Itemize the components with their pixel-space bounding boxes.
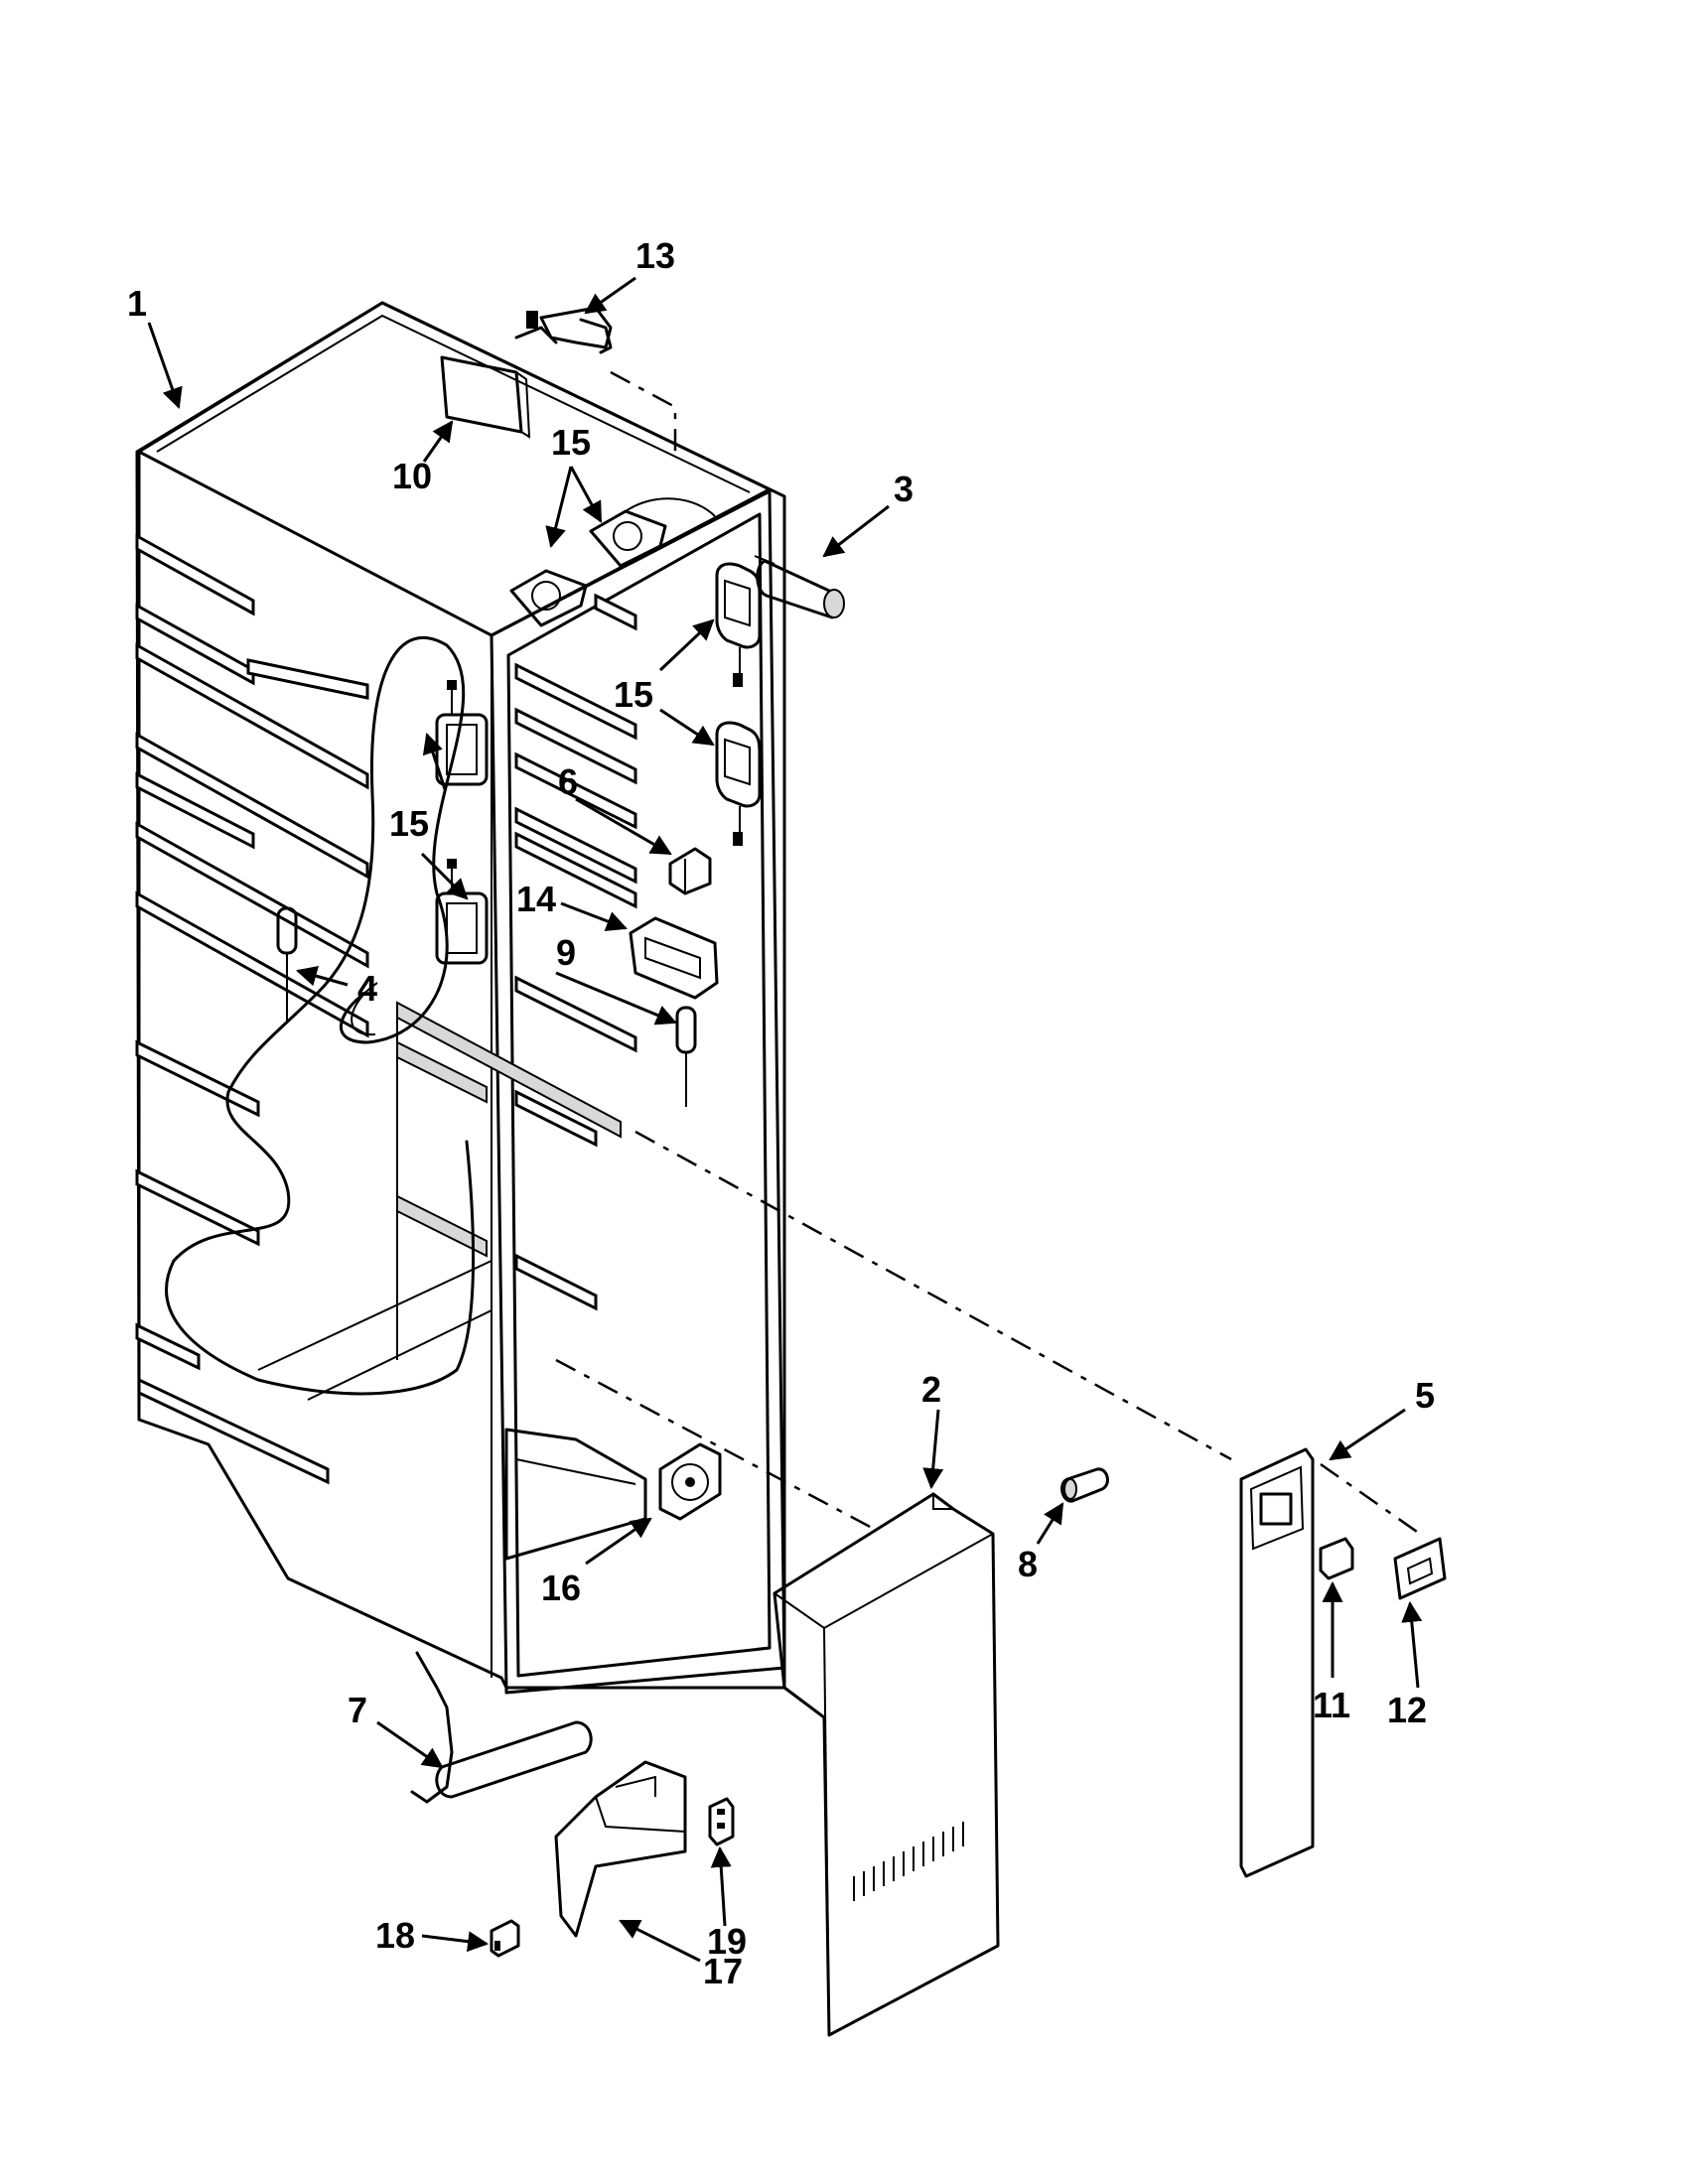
callout-15-right: 15 [614,674,653,715]
callout-18: 18 [375,1915,415,1956]
assembly-line-12 [1320,1462,1421,1536]
callout-19: 19 [707,1921,747,1962]
leader-lines [147,276,1423,1963]
callout-6: 6 [558,761,578,802]
callout-10: 10 [392,456,432,496]
part-15-top-lights [509,497,716,627]
part-9-thermistor [675,1006,697,1107]
part-5-dispenser-panel [1239,1447,1315,1878]
part-3-filter-housing [754,555,845,619]
assembly-line-13 [610,370,677,457]
part-11-component [1319,1537,1354,1580]
cabinet-liner [135,301,786,1695]
callout-15-top: 15 [551,422,591,463]
callout-9: 9 [556,932,576,973]
part-6-bracket [668,847,712,895]
callout-15-left: 15 [389,803,429,844]
duct-vent-slots [853,1822,964,1901]
part-14-housing [629,916,719,1000]
callout-16: 16 [541,1568,581,1608]
part-2-duct-cover [773,1492,1000,2037]
callout-labels: 1 2 3 4 5 6 7 8 9 10 11 12 13 14 15 15 1… [127,235,1435,1991]
part-15-side-lights [715,562,762,846]
callout-14: 14 [516,879,556,919]
part-7-heater [410,1651,593,1804]
right-shelf-rails [514,593,637,1311]
callout-5: 5 [1415,1375,1435,1416]
callout-2: 2 [921,1369,941,1410]
part-19-clip [708,1797,735,1846]
assembly-line-5 [634,1130,1232,1461]
part-18-clip [490,1919,520,1958]
callout-4: 4 [357,968,377,1009]
assembly-line-16 [555,1358,875,1531]
callout-8: 8 [1018,1544,1038,1584]
part-16-fan [658,1442,722,1521]
callout-7: 7 [348,1690,367,1730]
part-13-bracket [514,306,613,354]
callout-17: 17 [703,1951,743,1991]
part-17-air-duct [554,1760,687,1938]
callout-12: 12 [1387,1690,1427,1730]
part-4-thermistor [276,906,298,1023]
part-10-cover [440,355,531,439]
part-12-label [1393,1537,1447,1600]
callout-11: 11 [1313,1685,1350,1725]
callout-1: 1 [127,283,147,324]
left-shelf-rails [135,533,369,1485]
callout-3: 3 [894,469,914,509]
callout-13: 13 [635,235,675,276]
part-8-filter-head [1060,1467,1109,1503]
